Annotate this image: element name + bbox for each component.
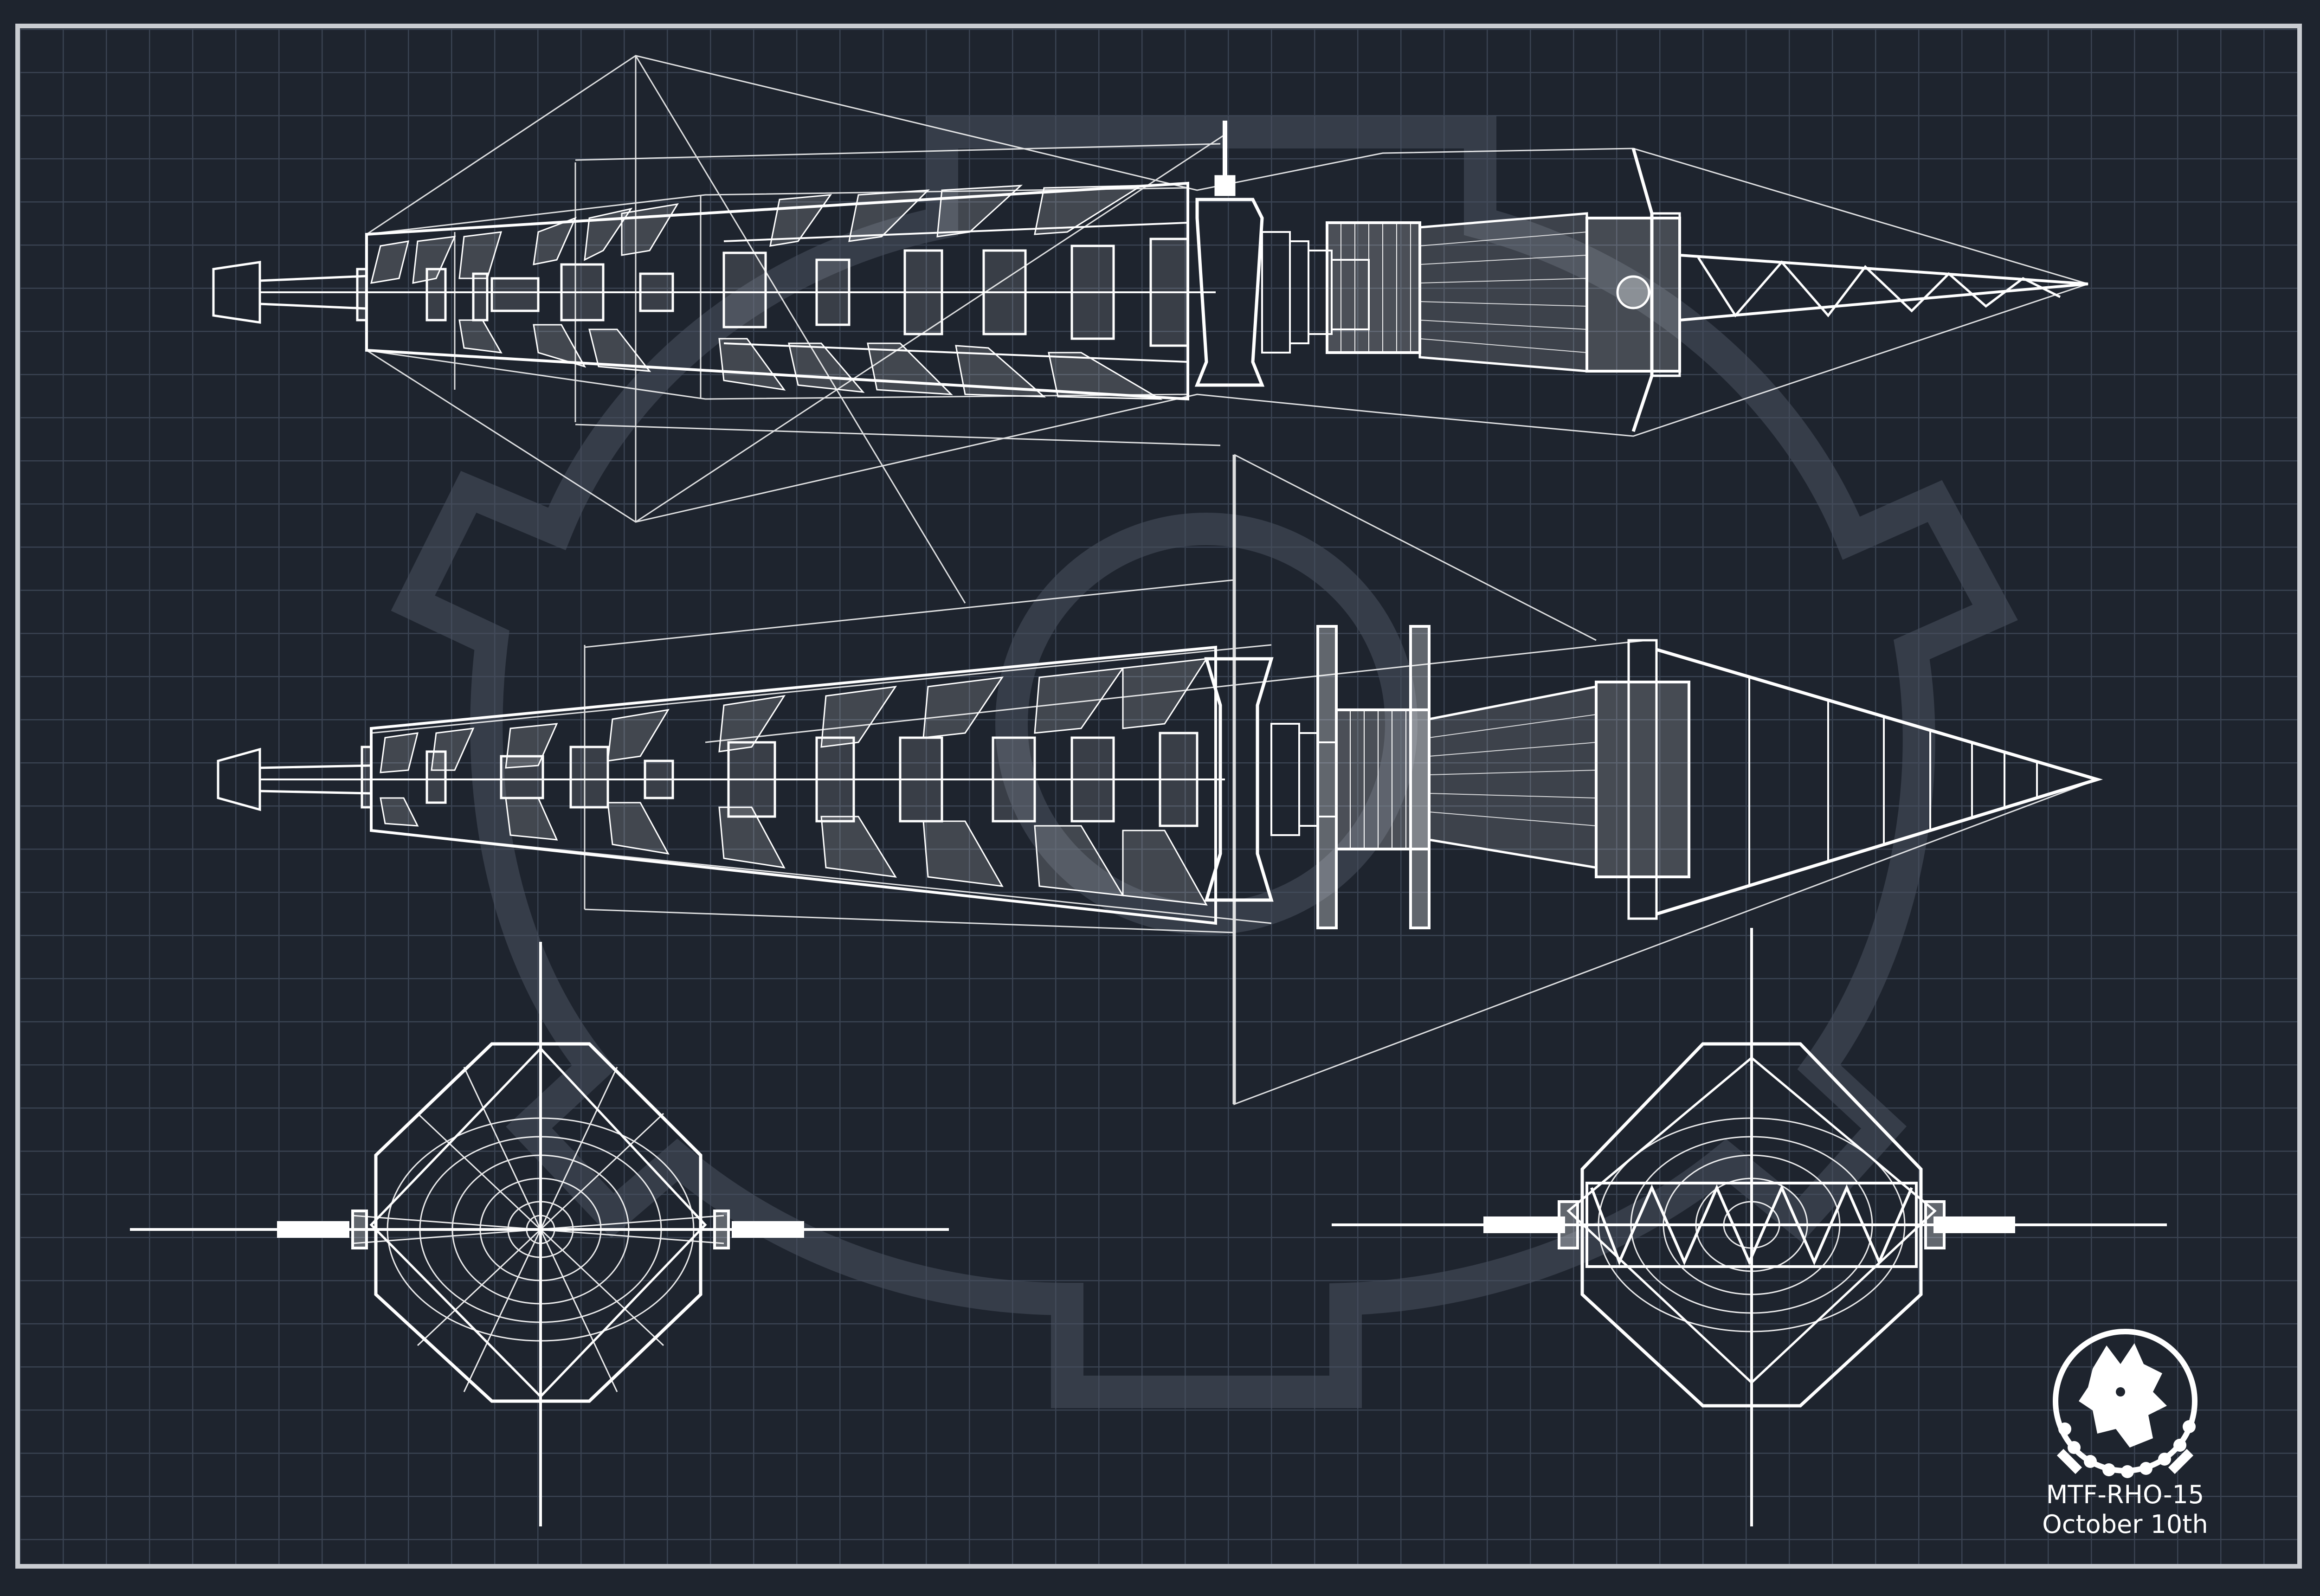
- rear-view: [1332, 928, 2167, 1526]
- front-view: [130, 942, 949, 1526]
- engine-block-side: [1335, 708, 1431, 850]
- scp-foundation-logo-icon: [391, 116, 2018, 1408]
- designation-label: MTF-RHO-15: [2046, 1480, 2204, 1509]
- title-block: MTF-RHO-15 October 10th: [1986, 1480, 2264, 1539]
- top-view: [212, 55, 2088, 604]
- date-label: October 10th: [2042, 1510, 2208, 1539]
- sheet-border: [15, 24, 2302, 1569]
- wolf-head-emblem-icon: [2053, 1329, 2198, 1478]
- side-view: [217, 454, 2103, 1106]
- engine-block: [1326, 221, 1421, 354]
